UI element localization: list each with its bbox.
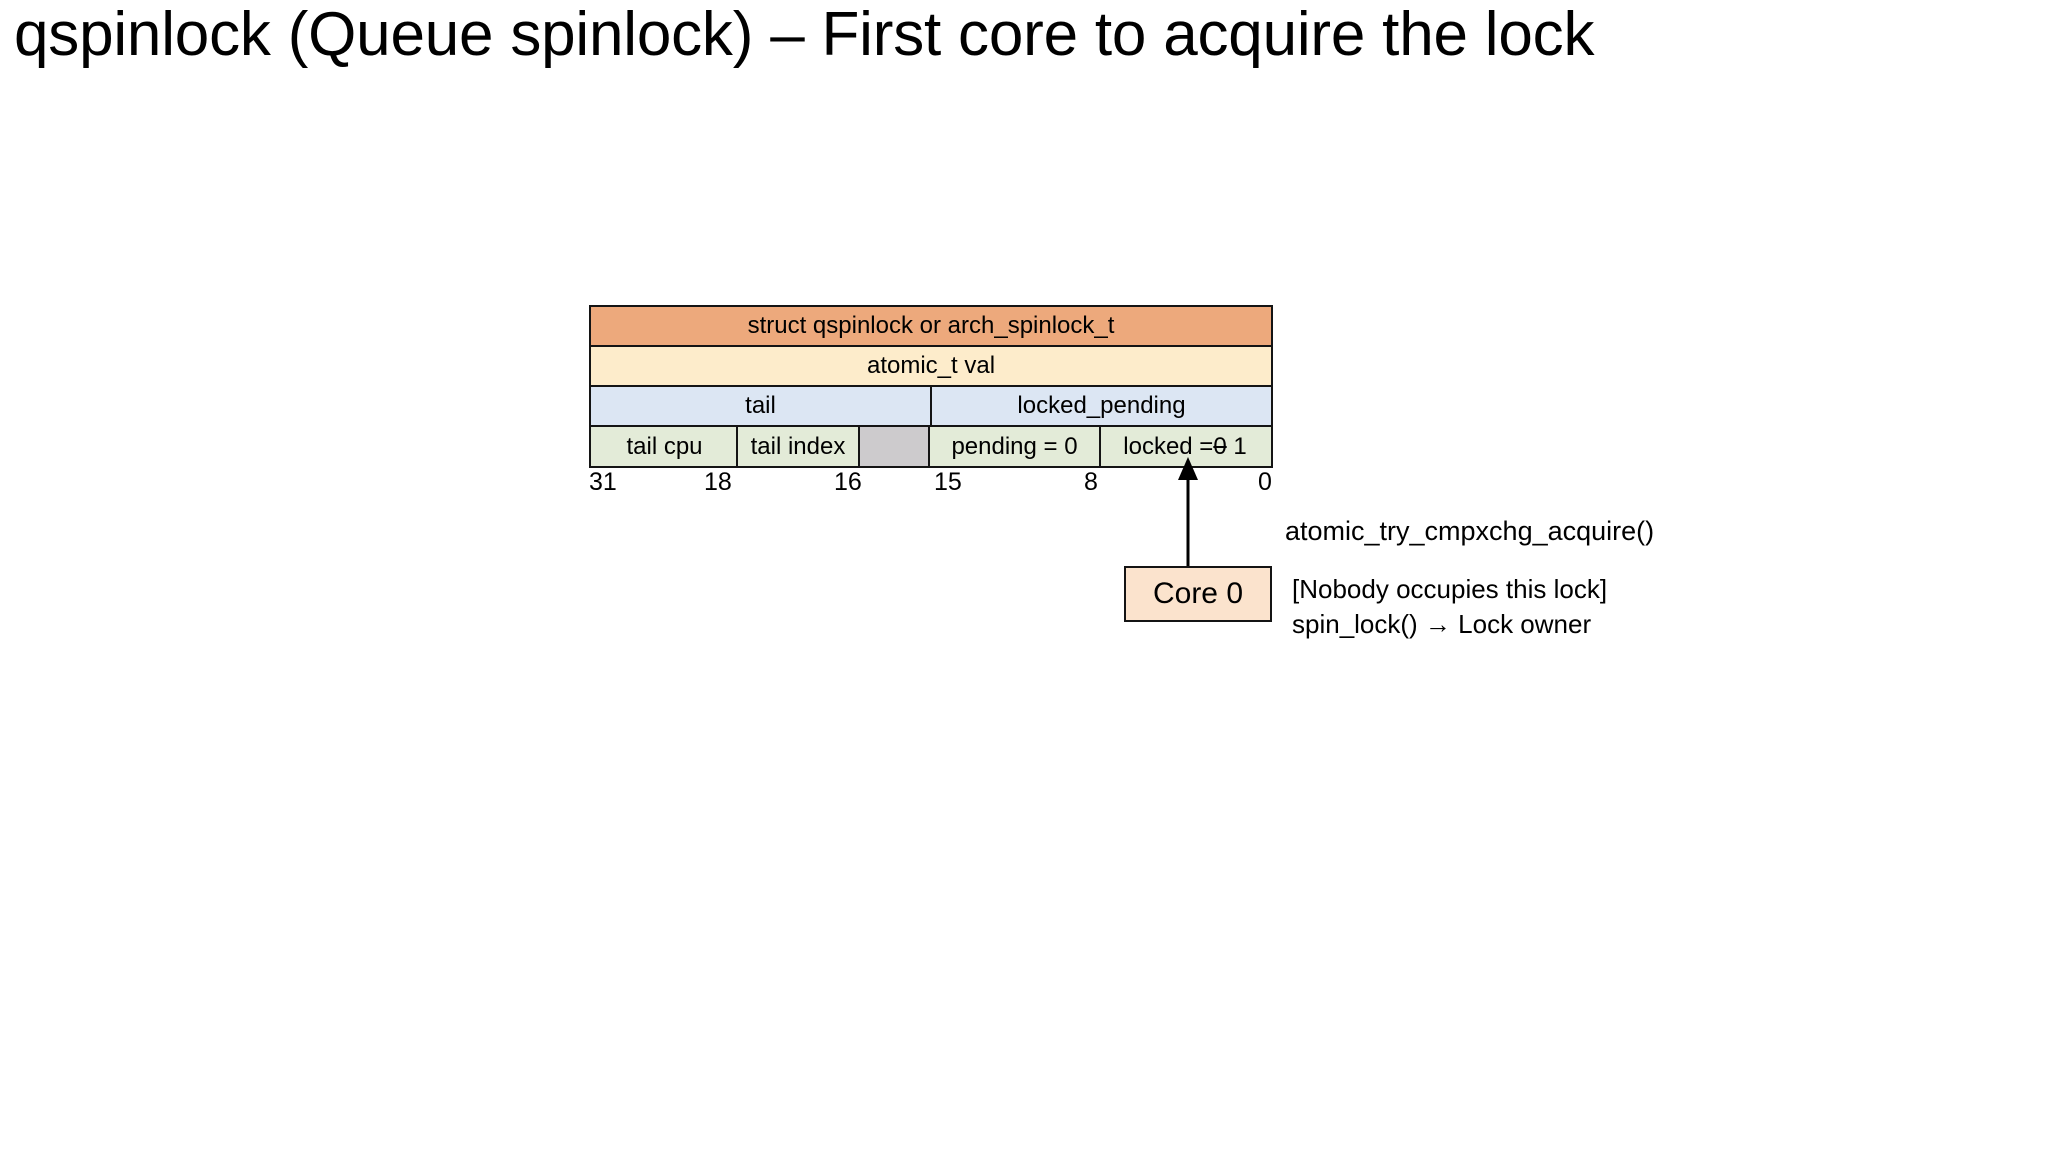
bit-label-8: 8 bbox=[1084, 468, 1098, 496]
core-0-box: Core 0 bbox=[1124, 566, 1272, 622]
subfield-cell-tail-index: tail index bbox=[738, 427, 860, 466]
subfield-cell-tail-cpu: tail cpu bbox=[593, 427, 738, 466]
annotation-note-line-1: [Nobody occupies this lock] bbox=[1292, 574, 1608, 604]
subfield-cell-locked: locked = 0 1 bbox=[1101, 427, 1269, 466]
bit-label-0: 0 bbox=[1258, 468, 1272, 496]
subfield-cell-pending: pending = 0 bbox=[930, 427, 1101, 466]
subfield-row: tail cpu tail index pending = 0 locked =… bbox=[591, 427, 1271, 466]
field-row: tail locked_pending bbox=[591, 387, 1271, 427]
struct-label: struct qspinlock or arch_spinlock_t bbox=[747, 312, 1115, 339]
annotation-api-call: atomic_try_cmpxchg_acquire() bbox=[1285, 516, 1655, 546]
locked-old-value: 0 bbox=[1213, 432, 1227, 460]
locked-new-value: 1 bbox=[1233, 432, 1247, 460]
atomic-label: atomic_t val bbox=[866, 352, 996, 379]
annotation-notes: [Nobody occupies this lock] spin_lock() … bbox=[1292, 572, 1607, 642]
field-cell-tail: tail bbox=[591, 387, 932, 425]
acquire-arrow-icon bbox=[1178, 457, 1198, 575]
qspinlock-bitfield-diagram: struct qspinlock or arch_spinlock_t atom… bbox=[589, 305, 1273, 468]
struct-row: struct qspinlock or arch_spinlock_t bbox=[591, 307, 1271, 347]
bit-label-16: 16 bbox=[834, 468, 862, 496]
annotation-note-line-2: spin_lock() → Lock owner bbox=[1292, 608, 1592, 639]
subfield-cell-reserved bbox=[860, 427, 930, 466]
bit-label-15: 15 bbox=[934, 468, 962, 496]
atomic-row: atomic_t val bbox=[591, 347, 1271, 387]
field-cell-locked-pending: locked_pending bbox=[1017, 392, 1186, 419]
locked-prefix: locked = bbox=[1123, 432, 1214, 460]
bit-label-18: 18 bbox=[704, 468, 732, 496]
bit-label-31: 31 bbox=[589, 468, 617, 496]
bit-index-ruler: 31 18 16 15 8 0 bbox=[589, 470, 1289, 504]
page-title: qspinlock (Queue spinlock) – First core … bbox=[14, 0, 1595, 69]
